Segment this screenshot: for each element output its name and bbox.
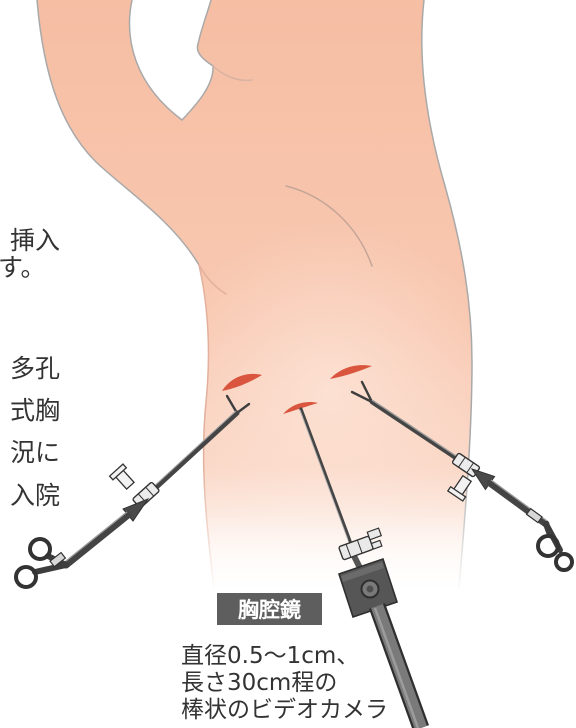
right-grasper-ratchet xyxy=(527,509,542,523)
side-text-line: 式胸 xyxy=(10,396,60,425)
side-text-line: 入院 xyxy=(10,481,60,510)
side-paragraph: 挿入 す。 多孔 式胸 況に 入院 xyxy=(0,226,60,510)
left-grasper-ring-upper xyxy=(30,539,50,559)
left-grasper-port xyxy=(110,464,137,492)
side-text-line: す。 xyxy=(0,253,46,282)
right-grasper-ring-lower xyxy=(556,554,572,570)
torso-figure xyxy=(37,0,490,595)
left-grasper-handle-shaft xyxy=(66,515,128,565)
side-text-line: 挿入 xyxy=(10,226,60,255)
caption-line: 棒状のビデオカメラ xyxy=(181,697,388,723)
caption-line: 長さ30cm程の xyxy=(181,670,337,696)
side-text-line: 況に xyxy=(10,438,60,467)
side-text-line: 多孔 xyxy=(10,354,60,383)
label-title: 胸腔鏡 xyxy=(238,598,301,622)
bottom-fade xyxy=(150,468,490,595)
caption-line: 直径0.5〜1cm、 xyxy=(181,643,359,669)
left-grasper-ring-lower xyxy=(16,567,36,587)
